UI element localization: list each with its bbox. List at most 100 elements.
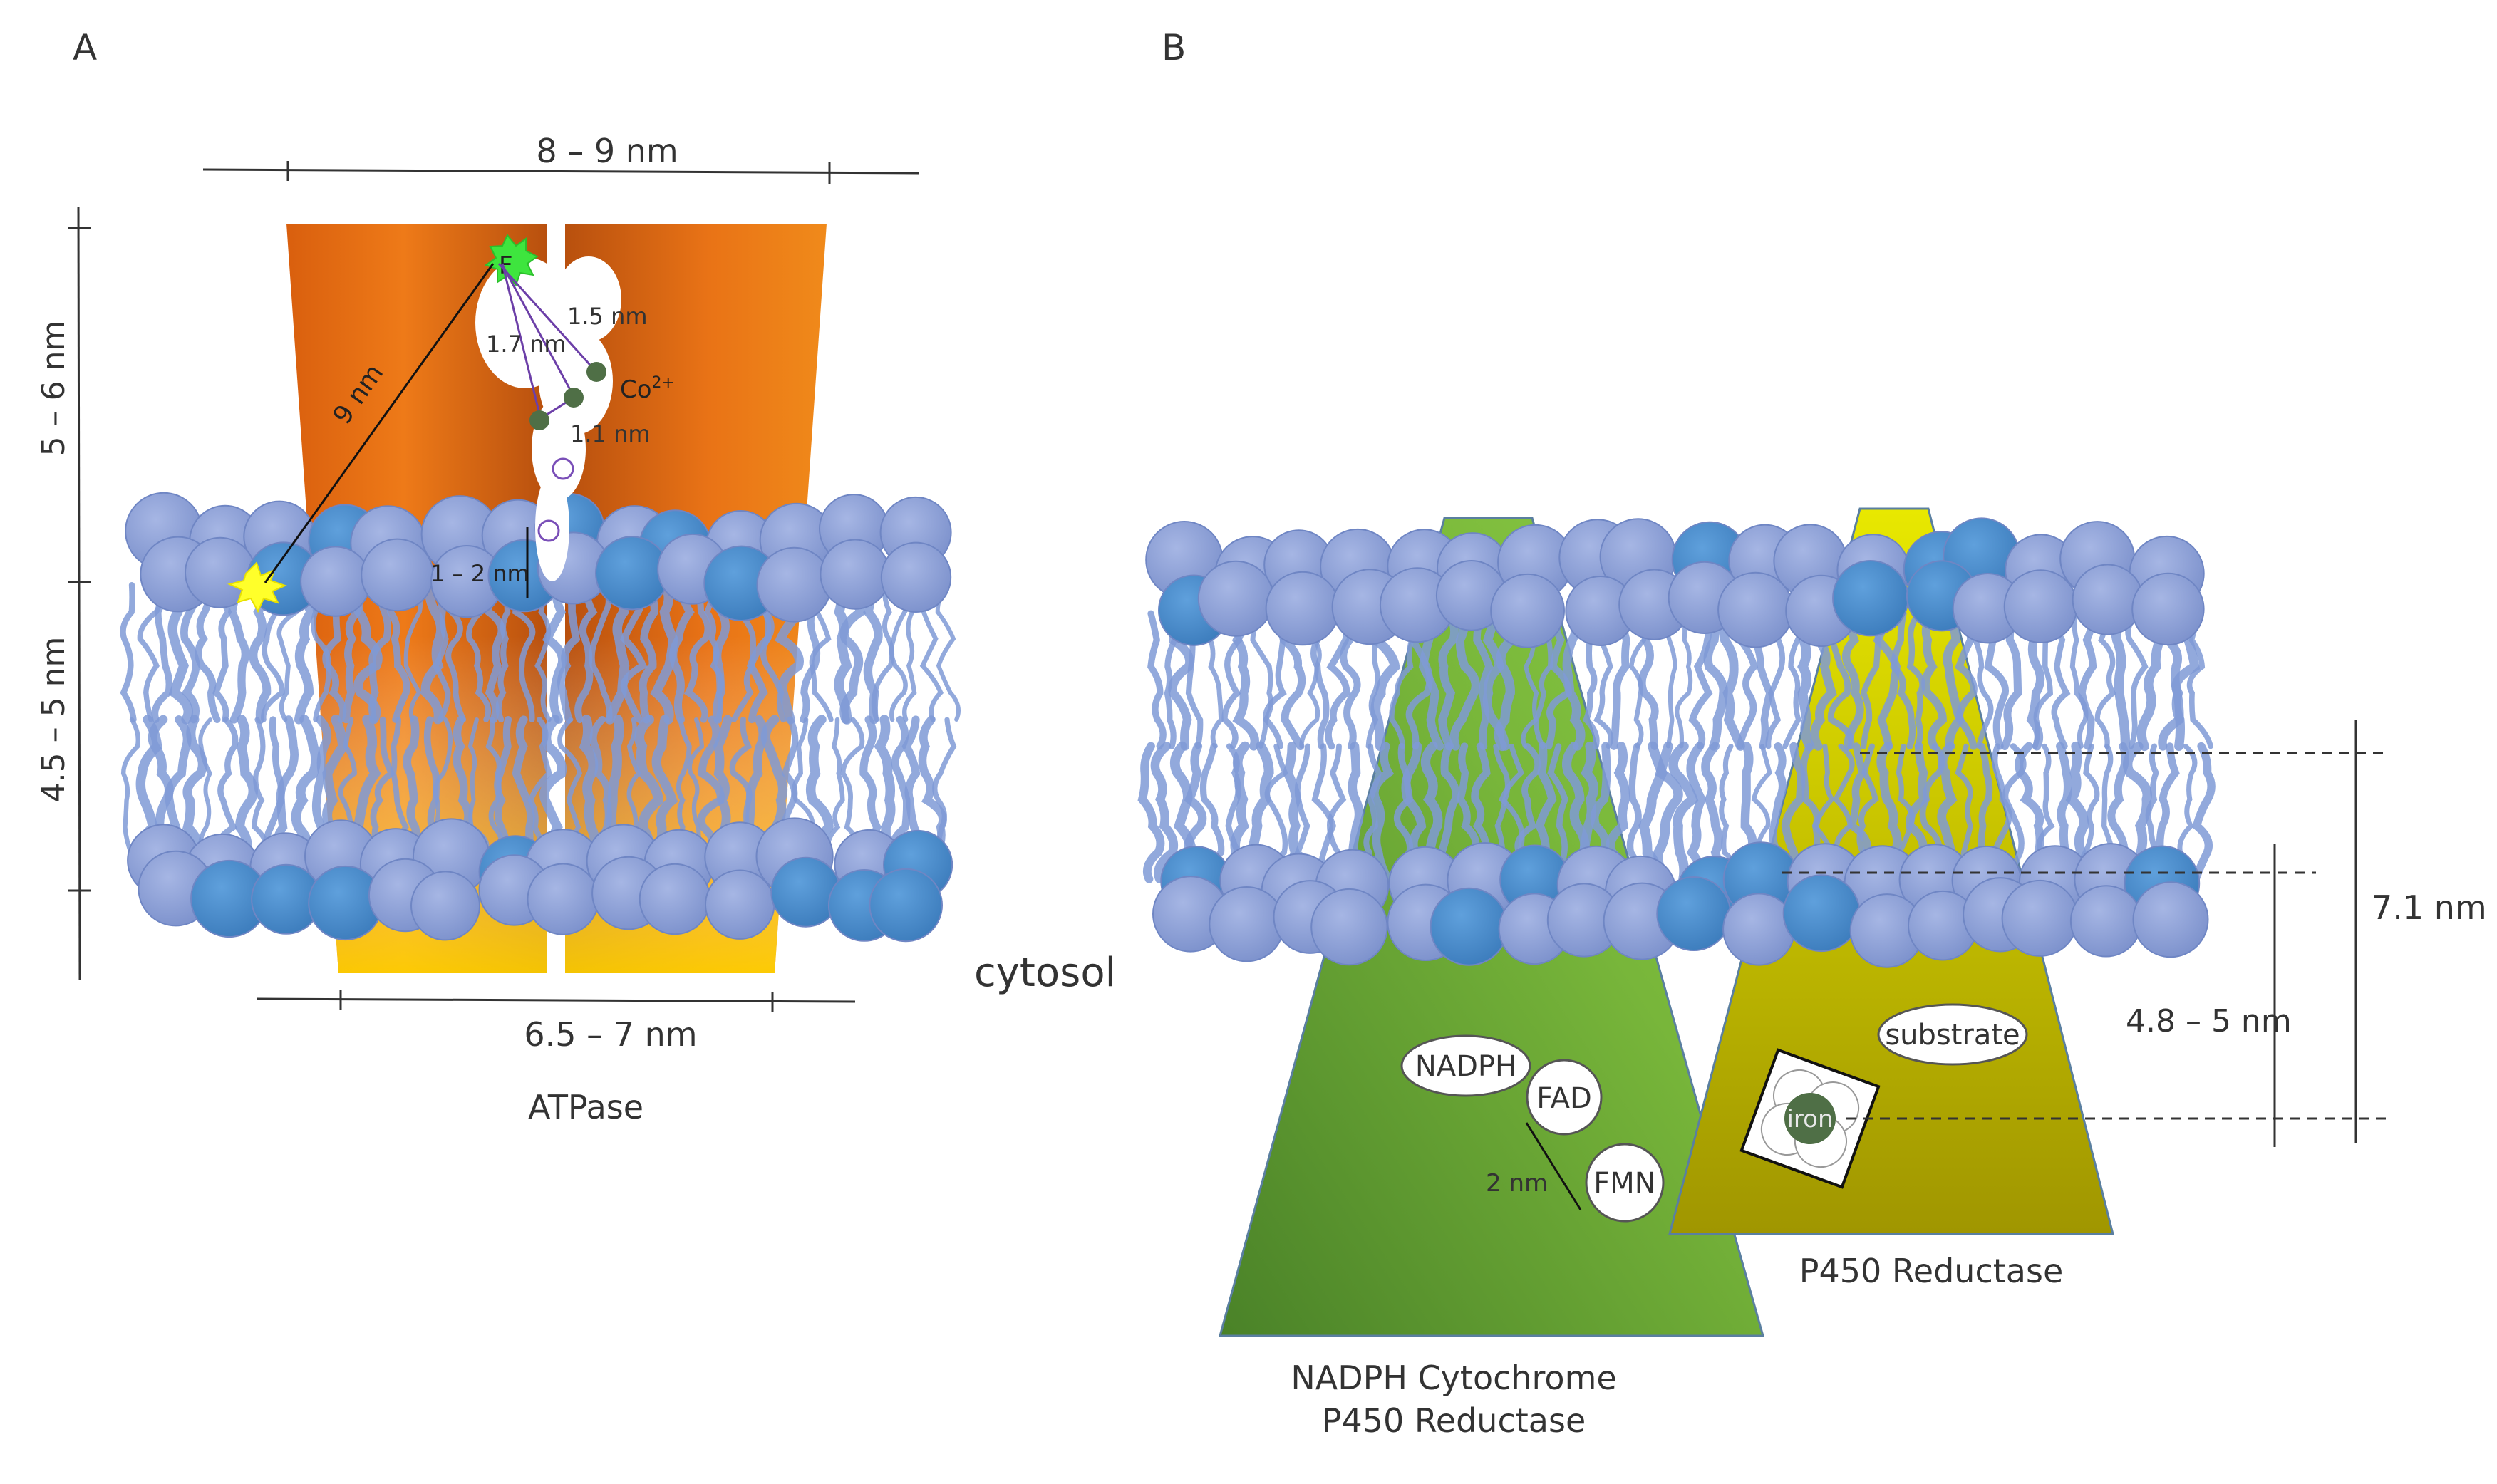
lipid-tail: [1137, 742, 1165, 883]
lipid-tail: [195, 581, 221, 723]
lipid-tail: [494, 715, 514, 858]
lipid-tail: [557, 717, 582, 857]
iron-label: iron: [1787, 1105, 1833, 1133]
lipid-tail: [859, 715, 882, 858]
channel-cavity: [475, 256, 621, 581]
lipid-tail: [669, 581, 695, 724]
lipid-tail: [805, 715, 834, 859]
lipid-tail: [252, 717, 270, 857]
lipid-tail: [1438, 609, 1459, 751]
atpase-caption: ATPase: [528, 1088, 643, 1126]
lipid-head: [820, 539, 891, 610]
lipid-tail: [932, 717, 957, 857]
lipid-tail: [1231, 609, 1259, 751]
dist-1-5nm-label: 1.5 nm: [567, 303, 648, 330]
ruler-bottom-label: 6.5 – 7 nm: [524, 1015, 697, 1054]
lipid-tail: [1781, 742, 1806, 883]
lipid-tail: [1906, 611, 1925, 749]
dist-1-2nm-label: 1 – 2 nm: [430, 560, 529, 587]
lipid-tail: [212, 581, 232, 723]
lipid-tail: [1562, 608, 1586, 751]
lipid-tail: [1653, 741, 1683, 884]
ruler-top: [202, 161, 920, 184]
lipid-tail: [2094, 611, 2116, 749]
nadph-label: NADPH: [1415, 1050, 1516, 1083]
green-caption-line2: P450 Reductase: [1322, 1401, 1586, 1440]
lipid-tail: [234, 715, 258, 859]
iron-atom: [1784, 1093, 1836, 1144]
distance-lines-a: [264, 262, 596, 598]
lipid-tail: [1921, 609, 1947, 751]
lipid-head: [869, 868, 943, 943]
lipid-tail: [840, 717, 865, 857]
lipid-tail: [1890, 610, 1916, 750]
lipid-tail: [697, 715, 725, 858]
lipid-tail: [198, 717, 213, 856]
fret-donor-label: F: [499, 251, 513, 280]
lipid-tail: [403, 583, 423, 722]
lipid-tail: [1668, 741, 1699, 884]
fmn-label: FMN: [1593, 1167, 1655, 1200]
lipid-head: [880, 541, 952, 613]
lipid-tail: [2191, 742, 2216, 883]
lipid-tail: [935, 583, 961, 722]
lipid-head: [410, 871, 480, 941]
lipid-tail: [1482, 608, 1510, 751]
panel-a-letter: A: [73, 27, 97, 68]
lipid-head: [527, 863, 599, 935]
lipid-tail: [605, 580, 630, 725]
lipid-tail: [1675, 611, 1693, 749]
lipid-head: [2069, 885, 2143, 958]
lipid-tail: [687, 717, 705, 856]
lipid-head: [1430, 887, 1509, 966]
lipid-head: [2131, 572, 2205, 646]
b-reference-lines: [1782, 720, 2387, 1147]
lipid-tail: [839, 581, 867, 725]
heme-group: [1739, 1048, 1881, 1189]
lipid-tail: [2065, 741, 2089, 884]
lipid-tail: [574, 581, 598, 724]
ruler-lower-label: 4.5 – 5 nm: [36, 637, 72, 803]
green-cofactors: NADPH FAD FMN 2 nm: [1400, 1034, 1665, 1223]
lipid-tail: [213, 716, 239, 857]
substrate-blob: [1877, 1003, 2028, 1066]
lipid-tail: [1703, 609, 1728, 751]
fmn-cofactor: [1585, 1143, 1665, 1223]
lipid-tail: [579, 715, 601, 859]
lipid-tail: [512, 715, 536, 858]
lipid-tail: [1701, 742, 1730, 883]
substrate-label: substrate: [1885, 1019, 2020, 1052]
lipid-head: [1656, 876, 1732, 951]
lipid-tail: [2125, 611, 2149, 749]
cobalt-label: Co2+: [620, 374, 675, 404]
cobalt-site: [586, 362, 606, 382]
lipid-tail: [620, 581, 648, 723]
lipid-head: [1265, 571, 1340, 646]
cytosol-label: cytosol: [974, 950, 1116, 996]
ruler-upper-label: 5 – 6 nm: [36, 321, 72, 457]
lipid-tail: [272, 715, 299, 858]
lipid-tail: [1449, 609, 1481, 751]
lipid-tail: [639, 581, 658, 724]
lipid-tail: [651, 715, 678, 859]
lipid-tail: [1325, 610, 1350, 750]
lipid-tail: [542, 581, 567, 724]
lipid-tail: [2078, 610, 2097, 750]
lipid-tail: [589, 582, 613, 723]
lipid-tail: [182, 715, 207, 859]
lipid-tail: [1665, 611, 1677, 749]
lipid-tail: [1686, 742, 1707, 883]
lipid-tail: [634, 715, 664, 859]
lipid-tail: [825, 717, 845, 856]
lipid-tail: [1626, 742, 1649, 883]
lipid-tail: [291, 715, 321, 859]
lipid-tail: [420, 580, 446, 725]
lipid-tail: [1547, 743, 1570, 883]
green-caption-line1: NADPH Cytochrome: [1291, 1359, 1616, 1397]
lipid-tail: [557, 581, 581, 724]
lipid-head: [2001, 879, 2079, 957]
ruler-top-label: 8 – 9 nm: [536, 132, 678, 170]
lipid-tail: [1311, 743, 1337, 882]
